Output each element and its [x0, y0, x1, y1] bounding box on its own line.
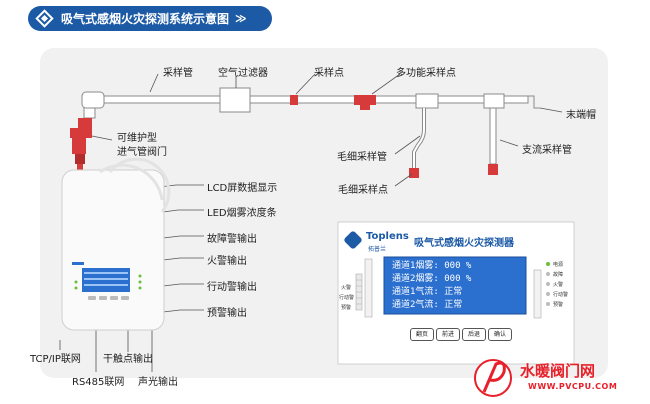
label-end-cap: 末端帽 — [566, 110, 596, 121]
watermark-logo — [474, 359, 512, 397]
panel-title: 吸气式感烟火灾探测器 — [414, 238, 514, 249]
detector-unit — [61, 157, 171, 331]
label-multi-sampling-point: 多功能采样点 — [396, 68, 456, 79]
label-branch-pipe: 支流采样管 — [522, 145, 572, 156]
left-led-label-action: 行动警 — [339, 295, 355, 301]
leader-lines — [59, 73, 563, 372]
lcd-screen: 通道1烟雾: 000 % 通道2烟雾: 000 % 通道1气流: 正常 通道2气… — [392, 260, 471, 312]
sampling-point-marker — [290, 95, 298, 105]
label-capillary-pipe: 毛细采样管 — [337, 152, 387, 163]
multi-sampling-point — [354, 95, 376, 110]
diagram-title: 吸气式感烟火灾探测系统示意图 — [61, 12, 230, 26]
label-sampling-pipe: 采样管 — [163, 68, 193, 79]
right-led-label-fault: 故障 — [553, 272, 564, 278]
page-button[interactable]: 翻页 — [410, 328, 434, 341]
callout-prealarm: 预警输出 — [207, 308, 247, 319]
branch-pipe-tee — [483, 93, 505, 175]
right-led-label-action: 行动警 — [553, 292, 569, 298]
callout-tcpip: TCP/IP联网 — [30, 354, 81, 365]
diagram-title-banner: 吸气式感烟火灾探测系统示意图 ≫ — [28, 6, 272, 31]
led-prealarm — [546, 302, 550, 306]
screen-line-3: 通道1气流: 正常 — [392, 287, 463, 297]
label-sampling-point: 采样点 — [314, 68, 344, 79]
double-chevron-down-icon[interactable]: ≫ — [235, 12, 247, 25]
screen-line-4: 通道2气流: 正常 — [392, 300, 463, 310]
back-button[interactable]: 后退 — [462, 328, 486, 341]
label-air-filter: 空气过滤器 — [218, 68, 268, 79]
intake-valve — [70, 118, 92, 174]
callout-fire: 火警输出 — [207, 256, 247, 267]
right-led-label-prealarm: 预警 — [553, 302, 564, 308]
left-led-label-prealarm: 预警 — [341, 305, 352, 311]
left-led-bar — [355, 258, 373, 318]
callout-lcd: LCD屏数据显示 — [207, 183, 278, 194]
callout-led: LED烟雾浓度条 — [207, 208, 277, 219]
led-action — [546, 292, 550, 296]
led-power — [546, 262, 550, 266]
callout-relay: 干触点输出 — [103, 354, 153, 365]
callout-sound-light: 声光输出 — [138, 377, 178, 388]
screen-line-2: 通道2烟雾: 000 % — [392, 274, 472, 284]
forward-button[interactable]: 前进 — [436, 328, 460, 341]
main-sampling-pipe — [97, 95, 529, 104]
panel-brand: Toplens — [366, 231, 409, 242]
confirm-button[interactable]: 确认 — [488, 328, 512, 341]
led-fault — [546, 272, 550, 276]
left-led-label-fire: 火警 — [341, 285, 352, 291]
right-led-bar — [533, 269, 542, 319]
callout-fault: 故障警输出 — [207, 234, 257, 245]
screen-line-1: 通道1烟雾: 000 % — [392, 261, 472, 271]
label-valve-line1: 可维护型 — [117, 133, 157, 144]
watermark-name: 水暖阀门网 — [520, 362, 596, 380]
callout-action: 行动警输出 — [207, 282, 257, 293]
right-led-label-fire: 火警 — [553, 282, 564, 288]
capillary-branch-1 — [409, 93, 439, 178]
end-cap — [528, 95, 540, 109]
air-filter-box — [219, 87, 251, 113]
panel-brand-cn: 拓普兰 — [368, 246, 387, 253]
label-valve-line2: 进气管阀门 — [117, 147, 167, 158]
watermark-url: WWW.PVCPU.COM — [528, 382, 618, 391]
pipe-elbow — [81, 91, 105, 119]
led-fire — [546, 282, 550, 286]
callout-rs485: RS485联网 — [72, 377, 125, 388]
right-led-label-power: 电源 — [553, 262, 564, 268]
label-capillary-point: 毛细采样点 — [338, 185, 388, 196]
